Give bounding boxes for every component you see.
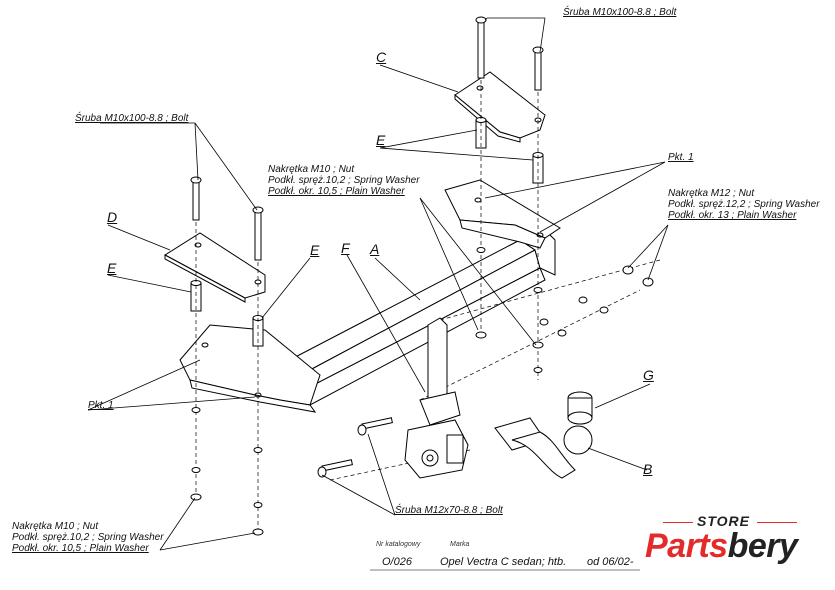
letter-e-left: E — [107, 260, 117, 276]
letter-a: A — [370, 241, 380, 257]
logo-brand-a: Parts — [645, 527, 728, 565]
partsbery-logo: STORE Partsbery — [645, 510, 820, 570]
letter-e-top: E — [376, 132, 386, 148]
label-bolt-top: Śruba M10x100-8.8 ; Bolt — [563, 7, 677, 18]
tow-ball — [494, 391, 593, 479]
label-nut-right-1: Nakrętka M12 ; Nut — [668, 188, 755, 199]
label-nut-bottom-1: Nakrętka M10 ; Nut — [12, 521, 99, 532]
right-bracket — [444, 179, 561, 249]
label-nut-right-2: Podkł. spręż.12,2 ; Spring Washer — [668, 199, 820, 210]
catalog-number: O/026 — [382, 556, 412, 568]
label-bolt-bottom: Śruba M12x70-8.8 ; Bolt — [395, 505, 503, 516]
label-bolt-left: Śruba M10x100-8.8 ; Bolt — [75, 113, 189, 124]
left-bracket — [179, 324, 321, 413]
logo-brand-b: bery — [727, 527, 798, 565]
letter-f: F — [341, 240, 350, 256]
main-beam — [279, 229, 556, 406]
logo-store-text: STORE — [697, 513, 750, 529]
bolts-m12 — [317, 417, 393, 478]
logo-rule-left — [663, 522, 693, 523]
letter-g: G — [643, 367, 654, 383]
axis-lines — [195, 80, 661, 535]
label-nut-bottom-3: Podkł. okr. 10,5 ; Plain Washer — [12, 543, 149, 554]
nuts-washers — [190, 247, 654, 536]
label-nut-bottom-2: Podkł. spręż.10,2 ; Spring Washer — [12, 532, 164, 543]
model-from-date: od 06/02- — [587, 556, 634, 568]
catalog-label: Nr katalogowy — [376, 541, 421, 548]
leader-lines — [87, 17, 669, 551]
letter-d: D — [107, 209, 118, 225]
brand-label: Marka — [450, 541, 470, 548]
logo-brand-text: Partsbery — [645, 527, 798, 566]
label-pkt-left: Pkt. 1 — [88, 400, 114, 411]
letter-e-mid: E — [310, 242, 320, 258]
label-nut-mid-2: Podkł. spręż.10,2 ; Spring Washer — [268, 175, 420, 186]
label-nut-mid-1: Nakrętka M10 ; Nut — [268, 164, 355, 175]
label-pkt-right: Pkt. 1 — [668, 152, 694, 163]
mount-plate — [404, 317, 469, 479]
label-nut-right-3: Podkł. okr. 13 ; Plain Washer — [668, 210, 797, 221]
plate-c — [454, 71, 546, 143]
letter-b: B — [643, 461, 653, 477]
label-nut-mid-3: Podkł. okr. 10,5 ; Plain Washer — [268, 186, 405, 197]
letter-c: C — [376, 49, 387, 65]
logo-rule-right — [757, 522, 797, 523]
vehicle-model: Opel Vectra C sedan; htb. — [440, 556, 567, 568]
plate-d — [164, 232, 266, 303]
